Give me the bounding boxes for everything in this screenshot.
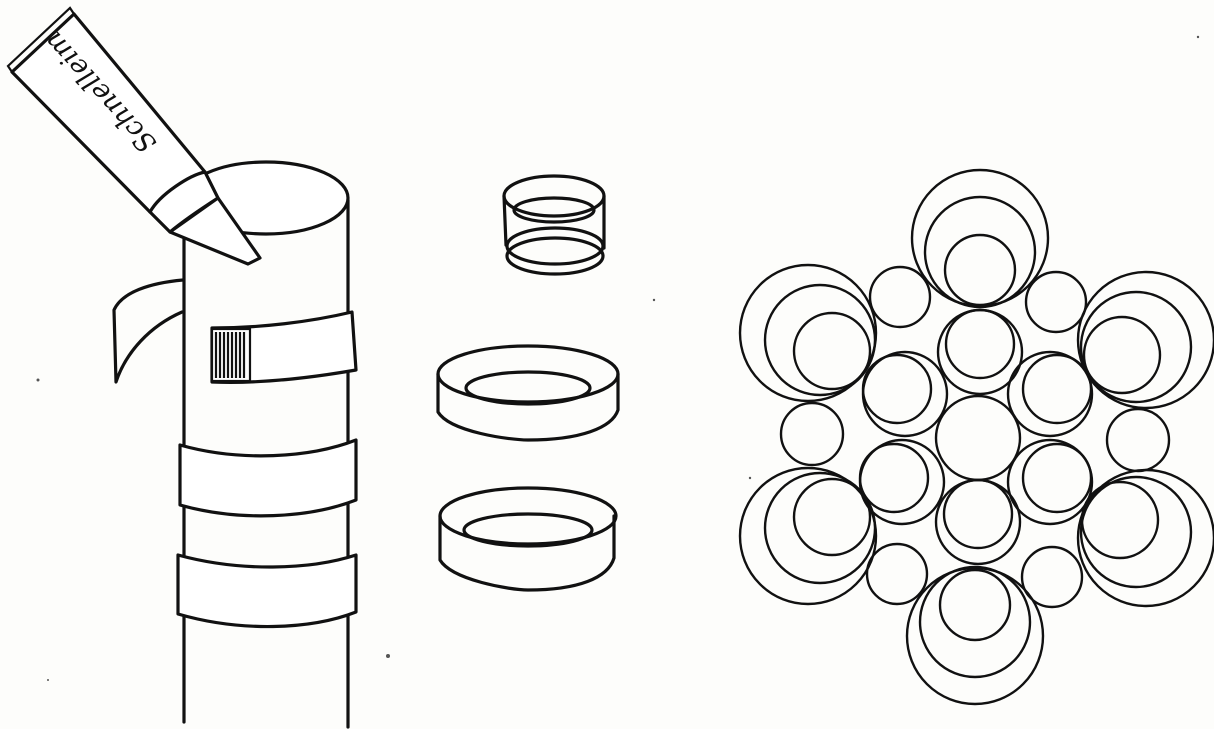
small-ring-upper-left-circle-1: [870, 267, 930, 327]
inner-ring-bottom-circle-2: [944, 480, 1012, 548]
paper-strip-top: [212, 312, 356, 382]
small-ring-right-circle-1: [1107, 409, 1169, 471]
small-ring-upper-right-circle-1: [1026, 272, 1086, 332]
inner-ring-lower-left-circle-2: [860, 444, 928, 512]
outer-ring-lower-right-circle-2: [1081, 477, 1191, 587]
outer-ring-bottom-circle-3: [940, 570, 1010, 640]
glue-hatch-mark: [212, 329, 250, 381]
outer-ring-bottom-circle-1: [907, 568, 1043, 704]
outer-ring-upper-left-circle-3: [794, 313, 870, 389]
small-double-ring: [504, 176, 604, 274]
paper-ring-lower: [440, 488, 616, 590]
glue-tube: Schnelleim: [8, 8, 260, 264]
outer-ring-bottom-circle-2: [920, 567, 1030, 677]
paper-band-middle: [180, 440, 356, 516]
paper-ring-upper: [438, 346, 618, 440]
paper-rings-figure: [438, 176, 618, 590]
curling-paper-strip: [114, 280, 183, 382]
small-ring-left-circle-1: [781, 403, 843, 465]
inner-ring-upper-left-circle-1: [863, 352, 947, 436]
outer-ring-upper-right-circle-3: [1084, 317, 1160, 393]
center-ring-circle-1: [936, 396, 1020, 480]
paper-band-lower: [178, 555, 356, 627]
small-ring-lower-left-circle-1: [867, 544, 927, 604]
outer-ring-lower-left-circle-3: [794, 479, 870, 555]
ring-rosette-figure: [740, 170, 1214, 704]
inner-ring-bottom-circle-1: [936, 480, 1020, 564]
inner-ring-lower-right-circle-2: [1023, 444, 1091, 512]
inner-ring-upper-right-circle-2: [1023, 355, 1091, 423]
outer-ring-top-circle-3: [945, 235, 1015, 305]
outer-ring-top-circle-1: [912, 170, 1048, 306]
outer-ring-top-circle-2: [925, 197, 1035, 307]
cardboard-tube-figure: Schnelleim: [8, 8, 356, 727]
inner-ring-upper-left-circle-2: [863, 355, 931, 423]
outer-ring-lower-right-circle-3: [1082, 482, 1158, 558]
inner-ring-top-circle-2: [946, 310, 1014, 378]
